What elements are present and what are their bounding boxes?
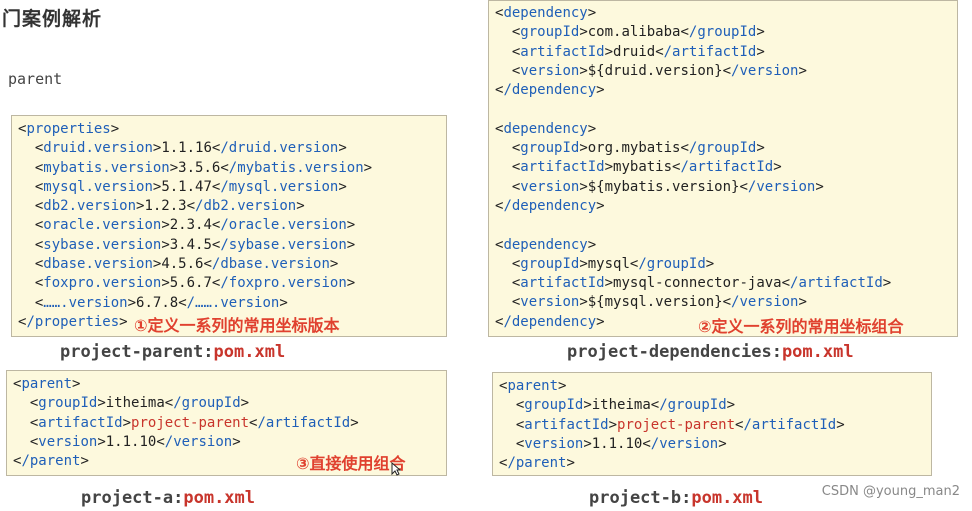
code-line: <mysql.version>5.1.47</mysql.version> [34,178,347,195]
note-versions: ①定义一系列的常用坐标版本 [134,316,340,335]
caption-file: pom.xml [213,342,286,362]
code-line: <version>${mysql.version}</version> [511,294,807,311]
code-line: <dbase.version>4.5.6</dbase.version> [34,256,339,273]
code-line: <groupId>itheima</groupId> [515,397,736,414]
code-line: <mybatis.version>3.5.6</mybatis.version> [34,159,373,176]
parent-pom-code: <properties> <druid.version>1.1.16</drui… [11,115,447,337]
code-line: <version>1.1.10</version> [515,435,727,452]
caption-name: project-a: [81,488,184,508]
code-line: <groupId>com.alibaba</groupId> [511,24,765,41]
code-line [495,216,957,235]
caption-file: pom.xml [691,488,764,508]
code-line: <groupId>mysql</groupId> [511,255,715,272]
code-line: <version>${druid.version}</version> [511,62,807,79]
code-line: </dependency> [495,313,605,330]
code-line: <dependency> [495,236,597,253]
project-a-code: <parent> <groupId>itheima</groupId> <art… [6,370,447,476]
code-line: <version>${mybatis.version}</version> [511,178,824,195]
code-line: <druid.version>1.1.16</druid.version> [34,140,347,157]
code-line: </parent> [13,453,89,470]
mouse-cursor-icon [391,462,401,476]
caption-name: project-dependencies: [567,342,782,362]
caption-project-dependencies: project-dependencies:pom.xml [567,342,854,362]
note-use-combination: ③直接使用组合 [296,454,406,473]
code-line: <…….version>6.7.8</…….version> [34,294,288,311]
code-line: <sybase.version>3.4.5</sybase.version> [34,236,356,253]
caption-name: project-b: [589,488,692,508]
code-line: <dependency> [495,5,597,21]
code-line: <parent> [499,378,567,394]
watermark: CSDN @young_man2 [821,484,960,499]
code-line: <parent> [13,376,81,392]
code-line: <dependency> [495,120,597,137]
code-line: <groupId>org.mybatis</groupId> [511,140,765,157]
dependencies-pom-code: <dependency> <groupId>com.alibaba</group… [488,0,958,337]
project-b-code: <parent> <groupId>itheima</groupId> <art… [492,372,932,476]
code-line [495,100,957,119]
note-combinations: ②定义一系列的常用坐标组合 [698,317,904,336]
code-line: <oracle.version>2.3.4</oracle.version> [34,217,356,234]
code-line: <artifactId>druid</artifactId> [511,43,765,60]
code-line: <properties> [18,121,120,137]
parent-label: parent [8,70,63,88]
code-line: <artifactId>project-parent</artifactId> [515,416,845,433]
caption-name: project-parent: [60,342,214,362]
caption-project-parent: project-parent:pom.xml [60,342,285,362]
code-line: <artifactId>project-parent</artifactId> [29,414,359,431]
caption-project-b: project-b:pom.xml [589,488,763,508]
code-line: <version>1.1.10</version> [29,433,241,450]
caption-project-a: project-a:pom.xml [81,488,255,508]
code-line: <artifactId>mysql-connector-java</artifa… [511,275,892,292]
code-line: </parent> [499,455,575,472]
page-title: 门案例解析 [2,8,103,30]
code-line: <groupId>itheima</groupId> [29,395,250,412]
code-line: </dependency> [495,197,605,214]
code-line: <db2.version>1.2.3</db2.version> [34,198,305,215]
code-line: </properties> [18,313,128,330]
caption-file: pom.xml [781,342,854,362]
code-line: </dependency> [495,82,605,99]
code-line: <foxpro.version>5.6.7</foxpro.version> [34,275,356,292]
caption-file: pom.xml [183,488,256,508]
code-line: <artifactId>mybatis</artifactId> [511,159,782,176]
